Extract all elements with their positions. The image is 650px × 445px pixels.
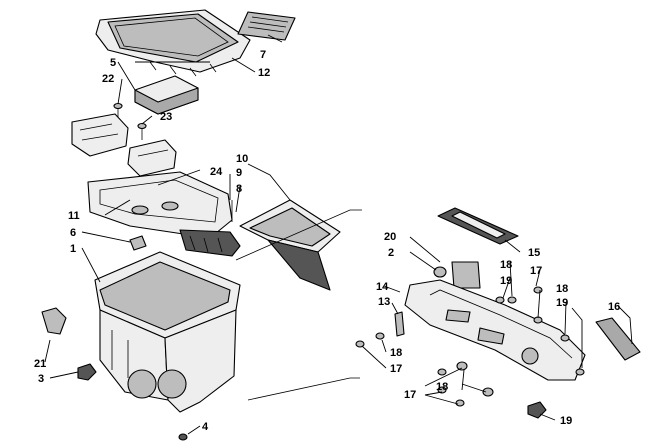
callout-21: 21 (34, 358, 46, 370)
callout-6: 6 (70, 227, 76, 239)
part-bracket-14 (404, 279, 586, 381)
part-tray (87, 171, 241, 257)
callout-1: 1 (70, 243, 76, 255)
part-lid (95, 9, 251, 77)
callout-4: 4 (202, 421, 209, 433)
callout-24: 24 (210, 166, 223, 178)
part-fitting-6 (129, 235, 147, 251)
fasteners (355, 286, 585, 419)
part-duct (239, 199, 341, 291)
callout-11: 11 (68, 210, 80, 222)
leader-lines (44, 34, 633, 435)
callout-labels: 5 22 7 12 23 24 9 8 10 11 6 1 21 3 4 20 … (34, 49, 620, 433)
callout-7: 7 (260, 49, 266, 61)
part-decal (237, 11, 296, 41)
part-clip-13 (394, 311, 405, 337)
part-gasket-15 (437, 207, 519, 245)
callout-18a: 18 (500, 259, 512, 271)
subassembly-frame (235, 209, 362, 401)
callout-8: 8 (236, 183, 242, 195)
part-module (71, 113, 177, 177)
part-plug-2 (433, 266, 447, 278)
callout-18d: 18 (436, 381, 448, 393)
callout-23: 23 (160, 111, 172, 123)
part-plug-4 (178, 433, 188, 441)
callout-17b: 17 (390, 363, 402, 375)
part-nut-3 (77, 363, 97, 381)
callout-3: 3 (38, 373, 44, 385)
callout-15: 15 (528, 247, 540, 259)
callout-10: 10 (236, 153, 248, 165)
part-foam-16 (595, 317, 641, 361)
callout-18b: 18 (556, 283, 568, 295)
part-clamp-21 (41, 307, 67, 335)
callout-19b: 19 (556, 297, 568, 309)
callout-18c: 18 (390, 347, 402, 359)
callout-17c: 17 (404, 389, 416, 401)
callout-2: 2 (388, 247, 394, 259)
callout-5: 5 (110, 57, 116, 69)
callout-12: 12 (258, 67, 270, 79)
callout-22: 22 (102, 73, 114, 85)
callout-19a: 19 (500, 275, 512, 287)
callout-14: 14 (376, 281, 389, 293)
part-screw-23 (137, 122, 147, 140)
part-housing (94, 251, 241, 413)
part-filter (134, 75, 199, 115)
callout-9: 9 (236, 167, 242, 179)
callout-20: 20 (384, 231, 396, 243)
part-cap-20 (451, 261, 481, 289)
callout-13: 13 (378, 296, 390, 308)
callout-19c: 19 (560, 415, 572, 427)
callout-16: 16 (608, 301, 620, 313)
callout-17a: 17 (530, 265, 542, 277)
